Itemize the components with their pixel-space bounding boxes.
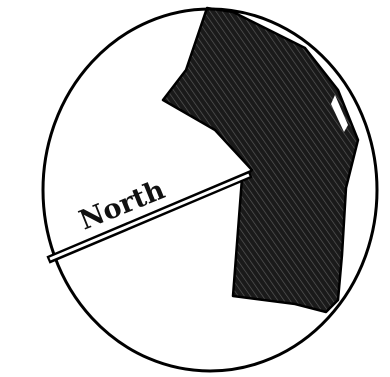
hatched-polygon-shape [163,8,358,312]
